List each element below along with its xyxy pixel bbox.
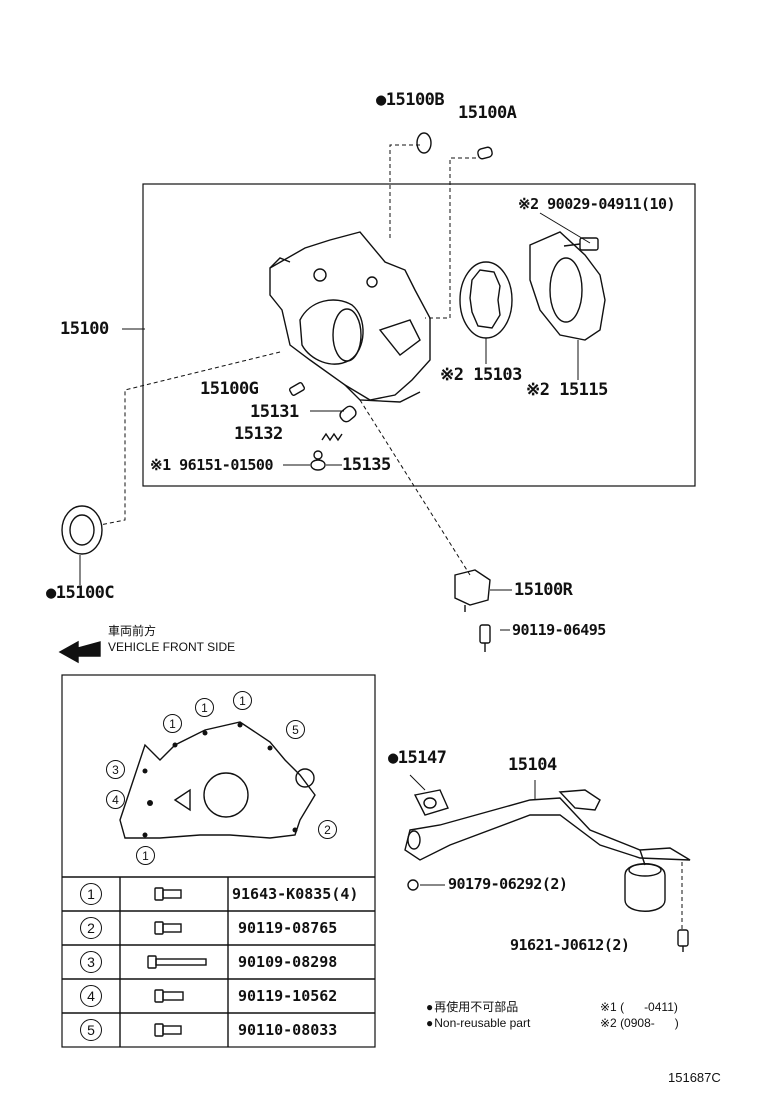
label-96151-01500: ※1 96151-01500 bbox=[150, 456, 273, 474]
label-15100: 15100 bbox=[60, 319, 109, 339]
gasket-15100b bbox=[416, 132, 432, 154]
rotor-15103 bbox=[459, 261, 513, 339]
bolt-index: 3 bbox=[80, 951, 102, 973]
ring-96151 bbox=[310, 459, 326, 471]
bolt-icon-4 bbox=[154, 989, 184, 1003]
bolt-index: 5 bbox=[80, 1019, 102, 1041]
layout-marker: 4 bbox=[106, 790, 125, 809]
pump-group-frame bbox=[142, 183, 696, 487]
bolt-layout-frame bbox=[61, 674, 376, 1048]
bolt-index: 2 bbox=[80, 917, 102, 939]
label-91621-j0612: 91621-J0612(2) bbox=[510, 936, 630, 954]
layout-marker: 3 bbox=[106, 760, 125, 779]
label-15135: 15135 bbox=[342, 455, 391, 475]
label-15115: ※2 15115 bbox=[526, 380, 608, 400]
sensor-15100r bbox=[454, 569, 491, 612]
bolt-index: 1 bbox=[80, 883, 102, 905]
label-15104: 15104 bbox=[508, 755, 557, 775]
bolt-icon-5 bbox=[154, 1023, 182, 1037]
bolt-part-number: 91643-K0835(4) bbox=[232, 885, 359, 903]
gasket-15147 bbox=[413, 789, 449, 816]
cover-15115 bbox=[529, 231, 606, 341]
bolt-icon-2 bbox=[154, 921, 182, 935]
label-15100a: 15100A bbox=[458, 103, 517, 123]
front-arrow bbox=[58, 640, 101, 664]
bolt-part-number: 90119-10562 bbox=[238, 987, 338, 1005]
oil-pump-housing bbox=[269, 231, 431, 403]
label-15100g: 15100G bbox=[200, 379, 259, 399]
label-15147: ●15147 bbox=[388, 748, 447, 768]
legend-nonreuse-en: Non-reusable part bbox=[426, 1017, 530, 1029]
label-90029-04911: ※2 90029-04911(10) bbox=[518, 195, 676, 213]
legend-nonreuse-en-text: Non-reusable part bbox=[434, 1016, 531, 1030]
oil-seal-15100c bbox=[61, 505, 103, 555]
oil-strainer-15104 bbox=[404, 789, 691, 912]
layout-marker: 1 bbox=[163, 714, 182, 733]
bolt-part-number: 90110-08033 bbox=[238, 1021, 338, 1039]
bolt-icon-3 bbox=[147, 955, 207, 969]
bolt-part-number: 90119-08765 bbox=[238, 919, 338, 937]
bolt-layout-outline bbox=[119, 721, 316, 839]
bolt-90029 bbox=[563, 237, 599, 251]
illustration-ref-code: 151687C bbox=[668, 1070, 721, 1085]
pin-15100a bbox=[477, 146, 493, 160]
bolt-90179 bbox=[407, 879, 419, 891]
label-90119-06495: 90119-06495 bbox=[512, 621, 606, 639]
label-15100r: 15100R bbox=[514, 580, 573, 600]
plug-15135 bbox=[313, 450, 323, 460]
front-label-jp: 車両前方 bbox=[108, 624, 157, 638]
label-15100c: ●15100C bbox=[46, 583, 115, 603]
label-15132: 15132 bbox=[234, 424, 283, 444]
bolt-icon-1 bbox=[154, 887, 182, 901]
label-15100b: ●15100B bbox=[376, 90, 445, 110]
label-15103: ※2 15103 bbox=[440, 365, 522, 385]
front-label-en: VEHICLE FRONT SIDE bbox=[108, 640, 236, 654]
bolt-90119-06495 bbox=[479, 624, 491, 652]
label-15131: 15131 bbox=[250, 402, 299, 422]
label-90179-06292: 90179-06292(2) bbox=[448, 875, 568, 893]
legend-nonreuse-jp: 再使用不可部品 bbox=[426, 1001, 518, 1013]
bolt-91621 bbox=[677, 929, 689, 952]
legend-note-1: ※1 ( -0411) bbox=[600, 1000, 678, 1014]
spring-15132 bbox=[321, 432, 343, 442]
valve-15131 bbox=[339, 405, 357, 423]
layout-marker: 1 bbox=[136, 846, 155, 865]
bolt-part-number: 90109-08298 bbox=[238, 953, 338, 971]
layout-marker: 5 bbox=[286, 720, 305, 739]
bolt-index: 4 bbox=[80, 985, 102, 1007]
layout-marker: 1 bbox=[233, 691, 252, 710]
legend-note-2: ※2 (0908- ) bbox=[600, 1016, 679, 1030]
plug-15100g bbox=[288, 382, 306, 396]
legend-nonreuse-jp-text: 再使用不可部品 bbox=[434, 1000, 519, 1014]
layout-marker: 1 bbox=[195, 698, 214, 717]
layout-marker: 2 bbox=[318, 820, 337, 839]
